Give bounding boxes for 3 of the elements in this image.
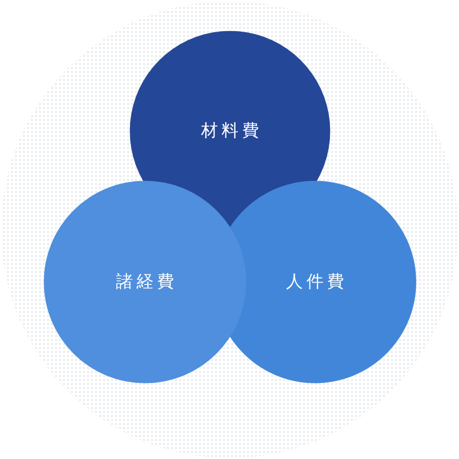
cost-label: 材料費: [200, 120, 263, 142]
cost-label: 諸経費: [114, 272, 178, 292]
cost-label: 人件費: [284, 272, 348, 292]
